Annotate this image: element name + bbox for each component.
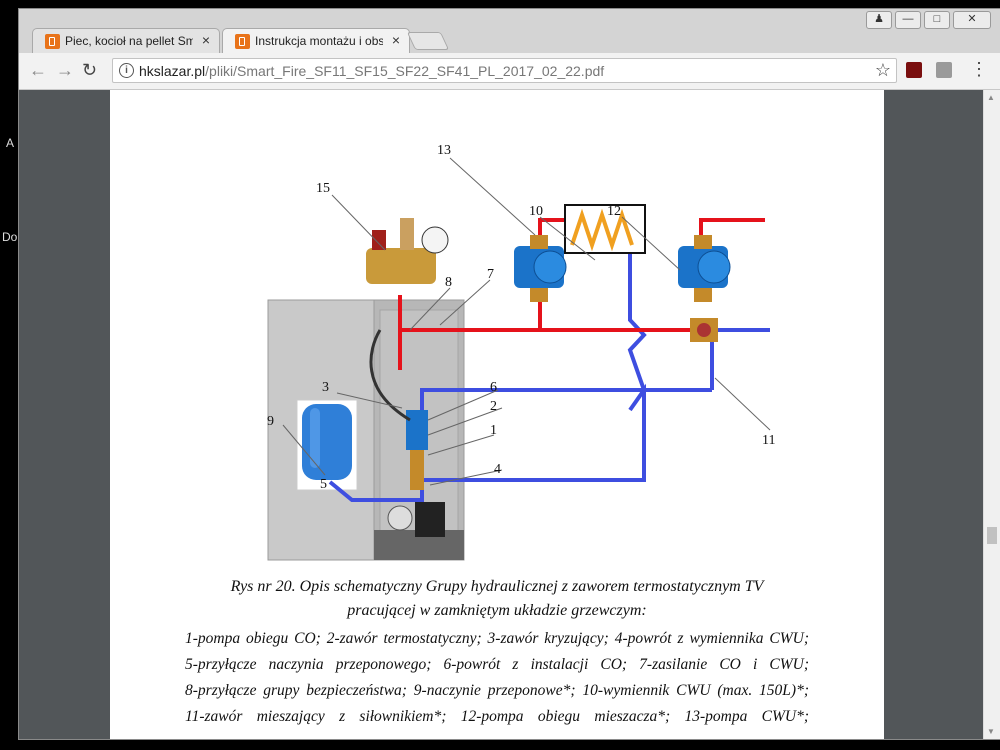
expansion-vessel — [296, 399, 358, 491]
callout-8: 8 — [445, 275, 452, 290]
vertical-scrollbar[interactable]: ▲ ▼ — [983, 90, 1000, 739]
close-tab-icon[interactable]: × — [201, 32, 210, 48]
callout-9: 9 — [267, 414, 274, 429]
menu-icon[interactable]: ⋮ — [970, 59, 988, 79]
forward-icon[interactable]: → — [56, 60, 74, 80]
search-extension-icon[interactable] — [936, 62, 952, 78]
user-icon[interactable]: ♟ — [866, 11, 892, 29]
tab-title: Instrukcja montażu i obsł — [255, 34, 383, 48]
callout-11: 11 — [762, 433, 775, 448]
toolbar: ← → ↻ i hkslazar.pl/pliki/Smart_Fire_SF1… — [19, 53, 1000, 90]
mixing-valve — [690, 318, 718, 342]
legend-line: 5-przyłącze naczynia przeponowego; 6-pow… — [185, 656, 809, 673]
callout-6: 6 — [490, 380, 497, 395]
url-host: hkslazar.pl — [139, 63, 206, 79]
return-pipes — [328, 238, 770, 502]
tab-pellet[interactable]: Piec, kocioł na pellet Smar × — [32, 28, 220, 53]
legend-line: 8-przyłącze grupy bezpieczeństwa; 9-nacz… — [185, 682, 809, 699]
reload-icon[interactable]: ↻ — [82, 60, 98, 80]
pump-co — [369, 329, 428, 490]
callout-1: 1 — [490, 423, 497, 438]
figure-caption-line1: Rys nr 20. Opis schematyczny Grupy hydra… — [230, 578, 764, 595]
pdf-viewer: 15 13 10 12 8 7 3 6 2 9 1 4 5 11 Rys nr … — [19, 90, 1000, 739]
callout-15: 15 — [316, 181, 330, 196]
desktop-label: A — [6, 136, 15, 150]
maximize-button[interactable]: □ — [924, 11, 950, 29]
callout-10: 10 — [529, 204, 543, 219]
callout-4: 4 — [494, 462, 501, 477]
tab-title: Piec, kocioł na pellet Smar — [65, 34, 193, 48]
tab-instrukcja[interactable]: Instrukcja montażu i obsł × — [222, 28, 410, 53]
pdf-page: 15 13 10 12 8 7 3 6 2 9 1 4 5 11 Rys nr … — [110, 90, 884, 739]
url-path: /pliki/Smart_Fire_SF11_SF15_SF22_SF41_PL… — [205, 63, 605, 79]
browser-window: Piec, kocioł na pellet Smar × Instrukcja… — [18, 8, 1000, 740]
site-icon — [235, 34, 250, 49]
leader-lines — [282, 157, 771, 486]
figure-caption-line2: pracującej w zamkniętym układzie grzewcz… — [347, 602, 647, 619]
pump-mixer — [678, 235, 731, 302]
pump-cwu — [514, 235, 567, 302]
legend-line: 1-pompa obiegu CO; 2-zawór termostatyczn… — [185, 630, 809, 647]
heat-exchanger — [564, 204, 646, 254]
hydraulic-diagram: 15 13 10 12 8 7 3 6 2 9 1 4 5 11 — [180, 130, 812, 561]
scroll-up-icon[interactable]: ▲ — [987, 93, 995, 102]
callout-13: 13 — [437, 143, 451, 158]
address-bar[interactable]: i hkslazar.pl/pliki/Smart_Fire_SF11_SF15… — [112, 58, 897, 83]
window-controls: ♟ — □ ✕ — [866, 11, 991, 29]
pdf-extension-icon[interactable] — [906, 62, 922, 78]
scroll-thumb[interactable] — [987, 527, 997, 544]
tab-strip: Piec, kocioł na pellet Smar × Instrukcja… — [19, 9, 1000, 53]
site-icon — [45, 34, 60, 49]
new-tab-button[interactable] — [406, 32, 450, 50]
callout-12: 12 — [607, 204, 621, 219]
callout-2: 2 — [490, 399, 497, 414]
minimize-button[interactable]: — — [895, 11, 921, 29]
scroll-down-icon[interactable]: ▼ — [987, 727, 995, 736]
bookmark-star-icon[interactable]: ☆ — [874, 60, 891, 80]
callout-5: 5 — [320, 477, 327, 492]
safety-group — [366, 218, 449, 284]
callout-3: 3 — [322, 380, 329, 395]
info-icon[interactable]: i — [119, 63, 134, 78]
legend-line: 11-zawór mieszający z siłownikiem*; 12-p… — [185, 708, 809, 725]
callout-7: 7 — [487, 267, 494, 282]
desktop-label: Do — [2, 230, 18, 244]
close-window-button[interactable]: ✕ — [953, 11, 991, 29]
back-icon[interactable]: ← — [29, 60, 47, 80]
close-tab-icon[interactable]: × — [391, 32, 400, 48]
